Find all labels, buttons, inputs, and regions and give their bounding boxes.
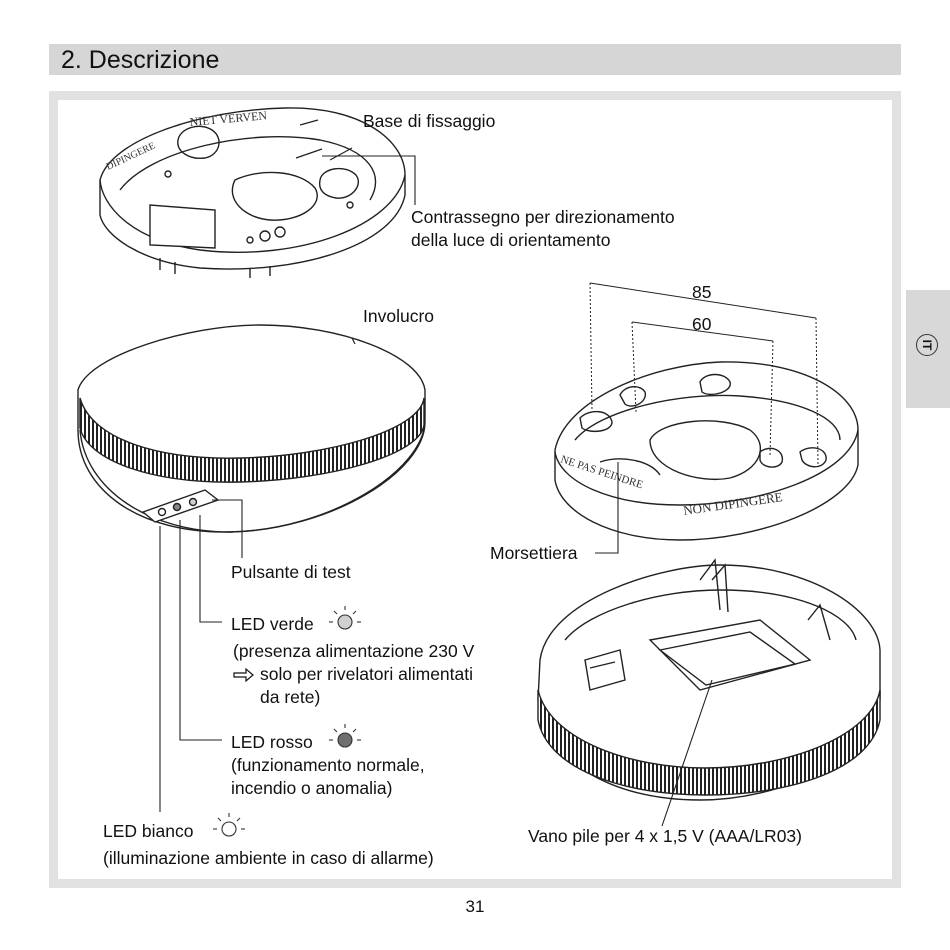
leader-battery (661, 679, 713, 827)
label-marker-line2: della luce di orientamento (411, 230, 611, 250)
battery-housing-drawing (537, 558, 881, 801)
led-red-dot (172, 502, 182, 512)
label-housing: Involucro (363, 306, 435, 326)
label-base: Base di fissaggio (363, 111, 496, 131)
section-header: 2. Descrizione (49, 44, 901, 75)
led-red-icon (329, 724, 361, 748)
led-green-dot (188, 497, 198, 507)
housing-drawing (77, 324, 426, 533)
label-test-button: Pulsante di test (231, 562, 351, 582)
leader-terminal (595, 462, 619, 554)
dimension-85: 85 (692, 282, 712, 302)
led-green-note-3: da rete) (260, 687, 321, 707)
leader-base (329, 147, 353, 161)
dimension-lines (589, 282, 819, 466)
label-terminal-block: Morsettiera (490, 543, 578, 563)
language-tab: IT (906, 290, 950, 408)
language-badge: IT (916, 334, 938, 356)
base-topview-drawing (554, 361, 859, 541)
label-led-red: LED rosso (231, 732, 313, 752)
label-battery-compartment: Vano pile per 4 x 1,5 V (AAA/LR03) (528, 826, 802, 846)
led-white-dot (157, 507, 167, 517)
led-green-icon (329, 606, 361, 630)
arrow-icon (233, 667, 254, 683)
label-led-green: LED verde (231, 614, 314, 634)
label-led-white: LED bianco (103, 821, 194, 841)
housing-leaders (159, 499, 243, 812)
mounting-base-drawing (99, 107, 406, 278)
leader-marker (322, 155, 416, 205)
led-red-note-2: incendio o anomalia) (231, 778, 393, 798)
page-number: 31 (465, 897, 485, 916)
led-white-note: (illuminazione ambiente in caso di allar… (103, 848, 434, 868)
label-marker-line1: Contrassegno per direzionamento (411, 207, 675, 227)
led-green-note-1: (presenza alimentazione 230 V (233, 641, 475, 661)
ring-text-top: NIET VERVEN (189, 108, 268, 129)
led-white-icon (213, 813, 245, 837)
led-green-note-2: solo per rivelatori alimentati (260, 664, 474, 684)
section-title: 2. Descrizione (61, 46, 220, 74)
dimension-60: 60 (692, 314, 712, 334)
led-red-note-1: (funzionamento normale, (231, 755, 425, 775)
